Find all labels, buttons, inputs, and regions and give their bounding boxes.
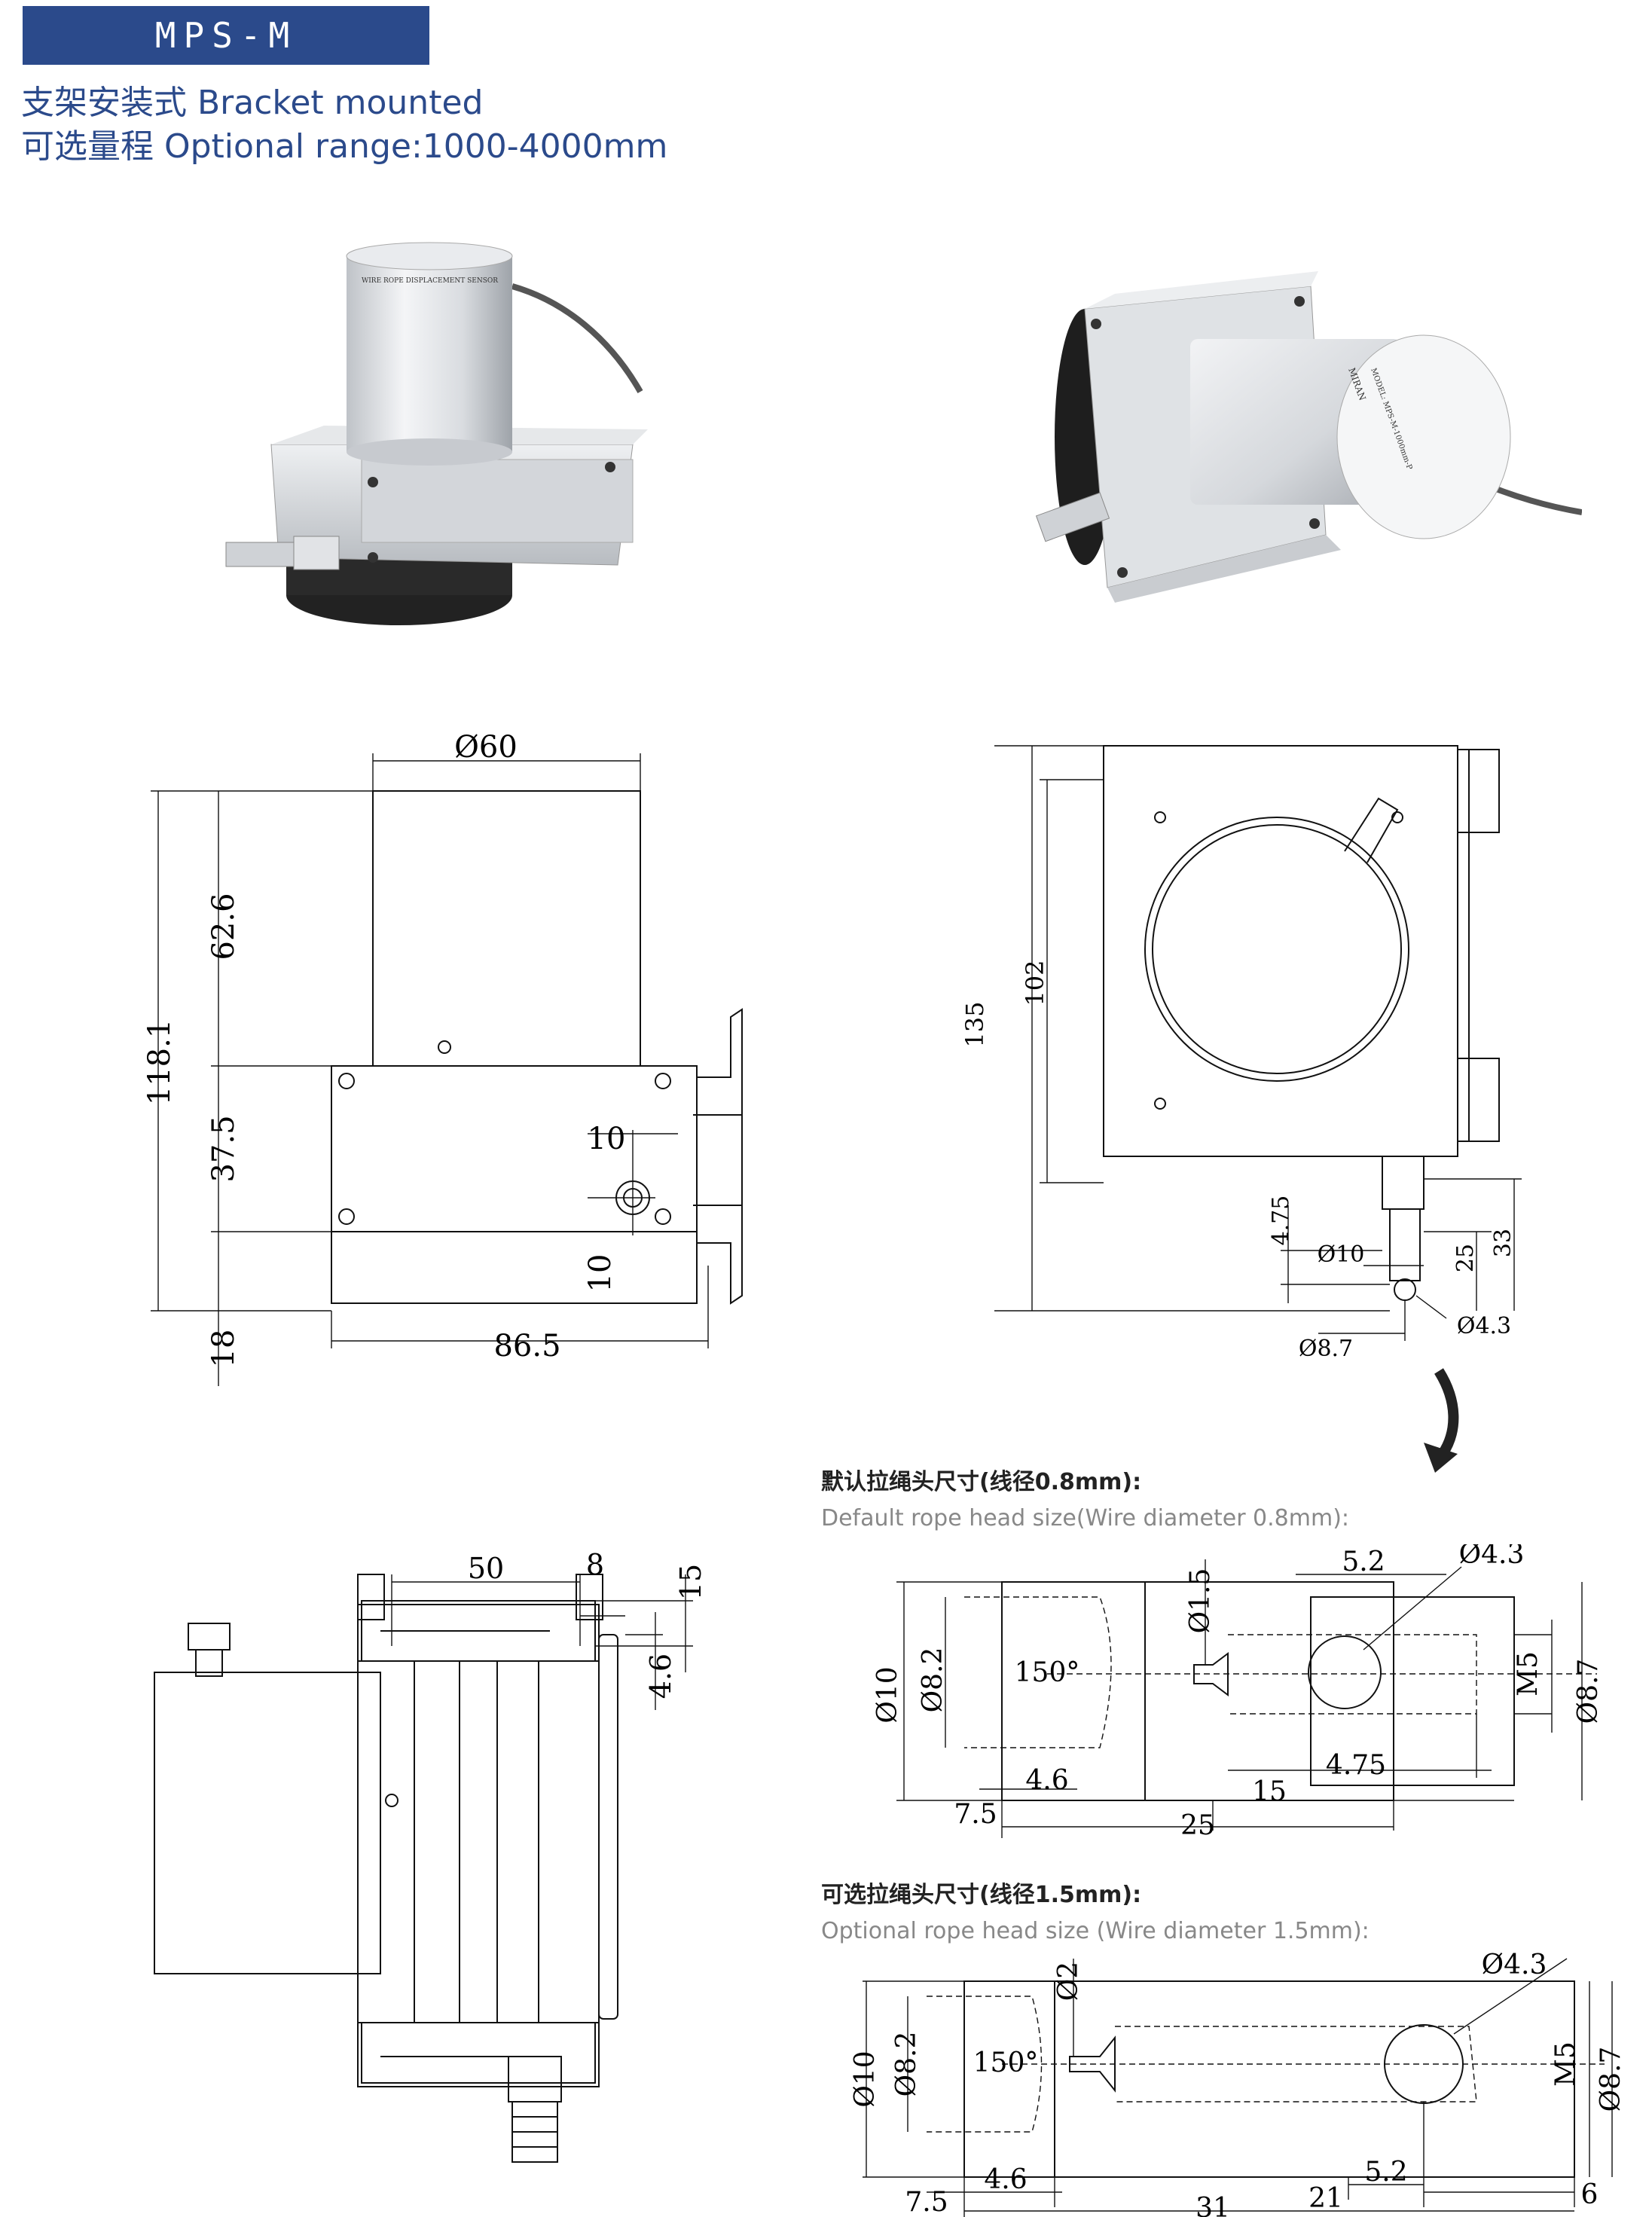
- default-l15-label: 15: [1252, 1776, 1287, 1807]
- product-photo-left: WIRE ROPE DISPLACEMENT SENSOR: [225, 242, 648, 625]
- default-l46-label: 4.6: [1025, 1765, 1068, 1796]
- mount-type-line: 支架安装式 Bracket mounted: [21, 84, 484, 122]
- default-rope-title-zh: 默认拉绳头尺寸(线径0.8mm):: [821, 1469, 1142, 1495]
- front-dia-label: Ø60: [454, 730, 518, 765]
- front-width-label: 86.5: [493, 1329, 560, 1363]
- side-25-label: 25: [1452, 1244, 1479, 1272]
- optional-d10-label: Ø10: [851, 2051, 881, 2107]
- optional-l6-label: 6: [1581, 2179, 1599, 2210]
- default-rope-title-en: Default rope head size(Wire diameter 0.8…: [821, 1505, 1350, 1531]
- top-46-label: 4.6: [644, 1654, 677, 1699]
- side-total-height-label: 135: [960, 1001, 989, 1047]
- range-line: 可选量程 Optional range:1000-4000mm: [21, 127, 668, 166]
- default-angle-label: 150°: [1015, 1657, 1080, 1688]
- default-hole-label: Ø4.3: [1459, 1544, 1525, 1570]
- optional-angle-label: 150°: [973, 2048, 1039, 2078]
- front-view-drawing: Ø60 118.1 62.6 37.5 18 86.5 10 10: [142, 730, 743, 1386]
- default-d15-label: Ø1.5: [1185, 1568, 1216, 1634]
- optional-l21-label: 21: [1308, 2183, 1343, 2214]
- top-15-label: 15: [674, 1564, 707, 1600]
- photo-label-text: WIRE ROPE DISPLACEMENT SENSOR: [362, 277, 498, 285]
- front-total-height-label: 118.1: [142, 1019, 177, 1106]
- optional-d82-label: Ø8.2: [891, 2032, 922, 2097]
- optional-m5-label: M5: [1550, 2041, 1581, 2087]
- front-offset-x-label: 10: [588, 1122, 626, 1156]
- top-width-label: 50: [468, 1552, 504, 1585]
- side-hole-label: Ø4.3: [1457, 1313, 1511, 1339]
- front-mid-height-label: 37.5: [206, 1115, 241, 1182]
- optional-rope-drawing: Ø10 Ø8.2 150° Ø2 Ø4.3 M5 Ø8.7 7.5 4.6 5.…: [851, 1951, 1626, 2217]
- curved-arrow: [1424, 1368, 1459, 1473]
- default-d10-label: Ø10: [874, 1666, 903, 1723]
- default-rope-drawing: Ø10 Ø8.2 150° Ø1.5 5.2 Ø4.3 M5 Ø8.7 7.5 …: [874, 1544, 1604, 1841]
- top-slot-label: 8: [586, 1548, 604, 1581]
- model-badge: MPS-M: [23, 6, 429, 65]
- default-d82-label: Ø8.2: [918, 1647, 948, 1713]
- optional-l46-label: 4.6: [984, 2164, 1027, 2195]
- front-bottom-height-label: 18: [206, 1330, 241, 1368]
- optional-hole-label: Ø4.3: [1482, 1951, 1547, 1980]
- default-m5-label: M5: [1513, 1651, 1544, 1696]
- optional-l52-label: 5.2: [1364, 2157, 1407, 2188]
- side-dia87-label: Ø8.7: [1299, 1336, 1353, 1362]
- optional-d87-label: Ø8.7: [1596, 2047, 1626, 2112]
- default-l75-label: 7.5: [954, 1799, 997, 1830]
- side-view-drawing: 135 102 4.75 Ø10 25 33 Ø4.3 Ø8.7: [960, 745, 1522, 1362]
- side-dia10-label: Ø10: [1318, 1241, 1365, 1268]
- side-33-label: 33: [1490, 1229, 1516, 1257]
- default-l25-label: 25: [1180, 1810, 1215, 1841]
- side-offset-label: 4.75: [1268, 1196, 1294, 1246]
- default-d87-label: Ø8.7: [1573, 1659, 1604, 1724]
- top-view-drawing: 50 8 15 4.6: [154, 1548, 707, 2163]
- optional-l31-label: 31: [1195, 2193, 1230, 2217]
- optional-l75-label: 7.5: [905, 2187, 948, 2217]
- optional-rope-title-en: Optional rope head size (Wire diameter 1…: [821, 1918, 1370, 1944]
- front-offset-y-label: 10: [583, 1254, 618, 1293]
- default-l475-label: 4.75: [1326, 1750, 1386, 1781]
- optional-d2-label: Ø2: [1053, 1962, 1084, 2001]
- default-w52-label: 5.2: [1342, 1547, 1385, 1577]
- product-photo-right: MIRAN MODEL: MPS-M-1000mm-P: [1035, 271, 1582, 603]
- front-top-height-label: 62.6: [206, 893, 241, 960]
- side-inner-height-label: 102: [1021, 960, 1049, 1006]
- optional-rope-title-zh: 可选拉绳头尺寸(线径1.5mm):: [821, 1882, 1142, 1908]
